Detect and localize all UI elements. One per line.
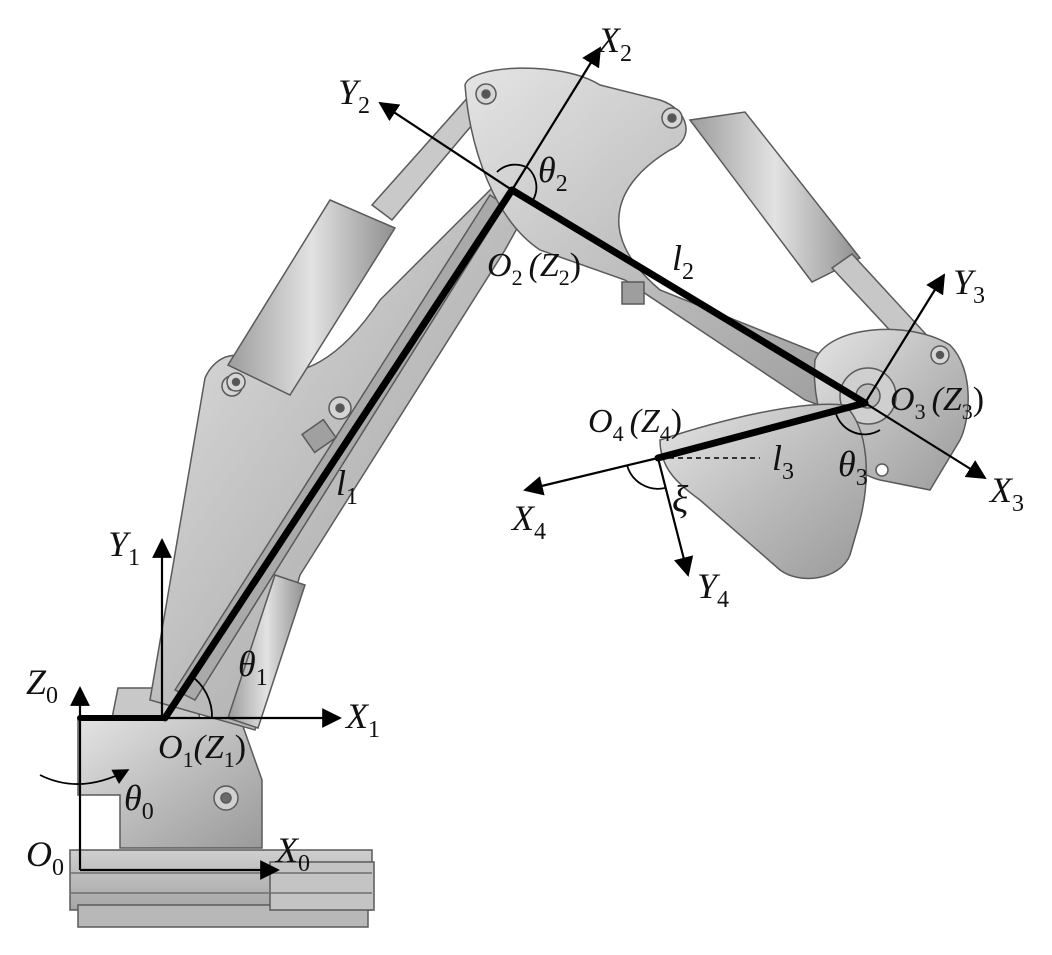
- upper-arm-plate: [464, 67, 882, 421]
- upper-cylinder-body: [226, 199, 397, 396]
- diagram-labels: X2 Y2 θ2 O2(Z2) l2 Y3 O3(Z3) O4(Z4) l3 θ…: [26, 20, 1024, 881]
- label-o4: O4(Z4): [588, 403, 682, 446]
- link-l2: [508, 186, 869, 407]
- link-l3: [654, 399, 869, 462]
- base-slider: [269, 861, 375, 911]
- label-x1: X1: [344, 696, 380, 743]
- label-x3: X3: [988, 470, 1024, 517]
- label-xi: ξ: [672, 479, 689, 521]
- label-y1: Y1: [108, 524, 140, 571]
- label-y3: Y3: [953, 262, 985, 309]
- forearm-cylinder-body: [688, 111, 862, 283]
- axis-y3: [864, 273, 946, 404]
- label-o0: O0: [26, 834, 64, 881]
- label-theta0: θ0: [124, 778, 154, 825]
- label-z0: Z0: [26, 662, 58, 709]
- label-o2: O2(Z2): [487, 247, 581, 290]
- arc-theta2: [496, 163, 538, 201]
- axis-y2: [378, 101, 513, 191]
- label-theta2: θ2: [538, 150, 568, 197]
- label-x4: X4: [510, 498, 546, 545]
- link-l1: [161, 186, 516, 722]
- label-theta3: θ3: [838, 444, 868, 491]
- label-o3: O3(Z3): [890, 381, 984, 424]
- arc-theta3: [834, 409, 881, 436]
- lower-cylinder: [227, 574, 306, 729]
- coordinate-frames: [39, 46, 987, 880]
- label-o1: O1(Z1): [158, 729, 246, 772]
- label-y4: Y4: [697, 566, 729, 613]
- arc-theta1: [189, 674, 213, 719]
- arc-xi: [626, 464, 666, 490]
- label-y2: Y2: [338, 72, 370, 119]
- label-l1: l1: [336, 463, 358, 510]
- base-block: [77, 717, 263, 849]
- end-effector: [659, 403, 867, 580]
- kinematic-links: [77, 186, 869, 722]
- arc-theta0: [39, 769, 130, 785]
- label-l3: l3: [772, 438, 794, 485]
- label-theta1: θ1: [238, 644, 268, 691]
- axis-x4: [523, 456, 659, 496]
- label-x2: X2: [596, 20, 632, 67]
- label-x0: X0: [274, 830, 310, 877]
- axis-x3: [864, 402, 987, 480]
- axis-y4: [656, 457, 694, 577]
- label-l2: l2: [672, 238, 694, 285]
